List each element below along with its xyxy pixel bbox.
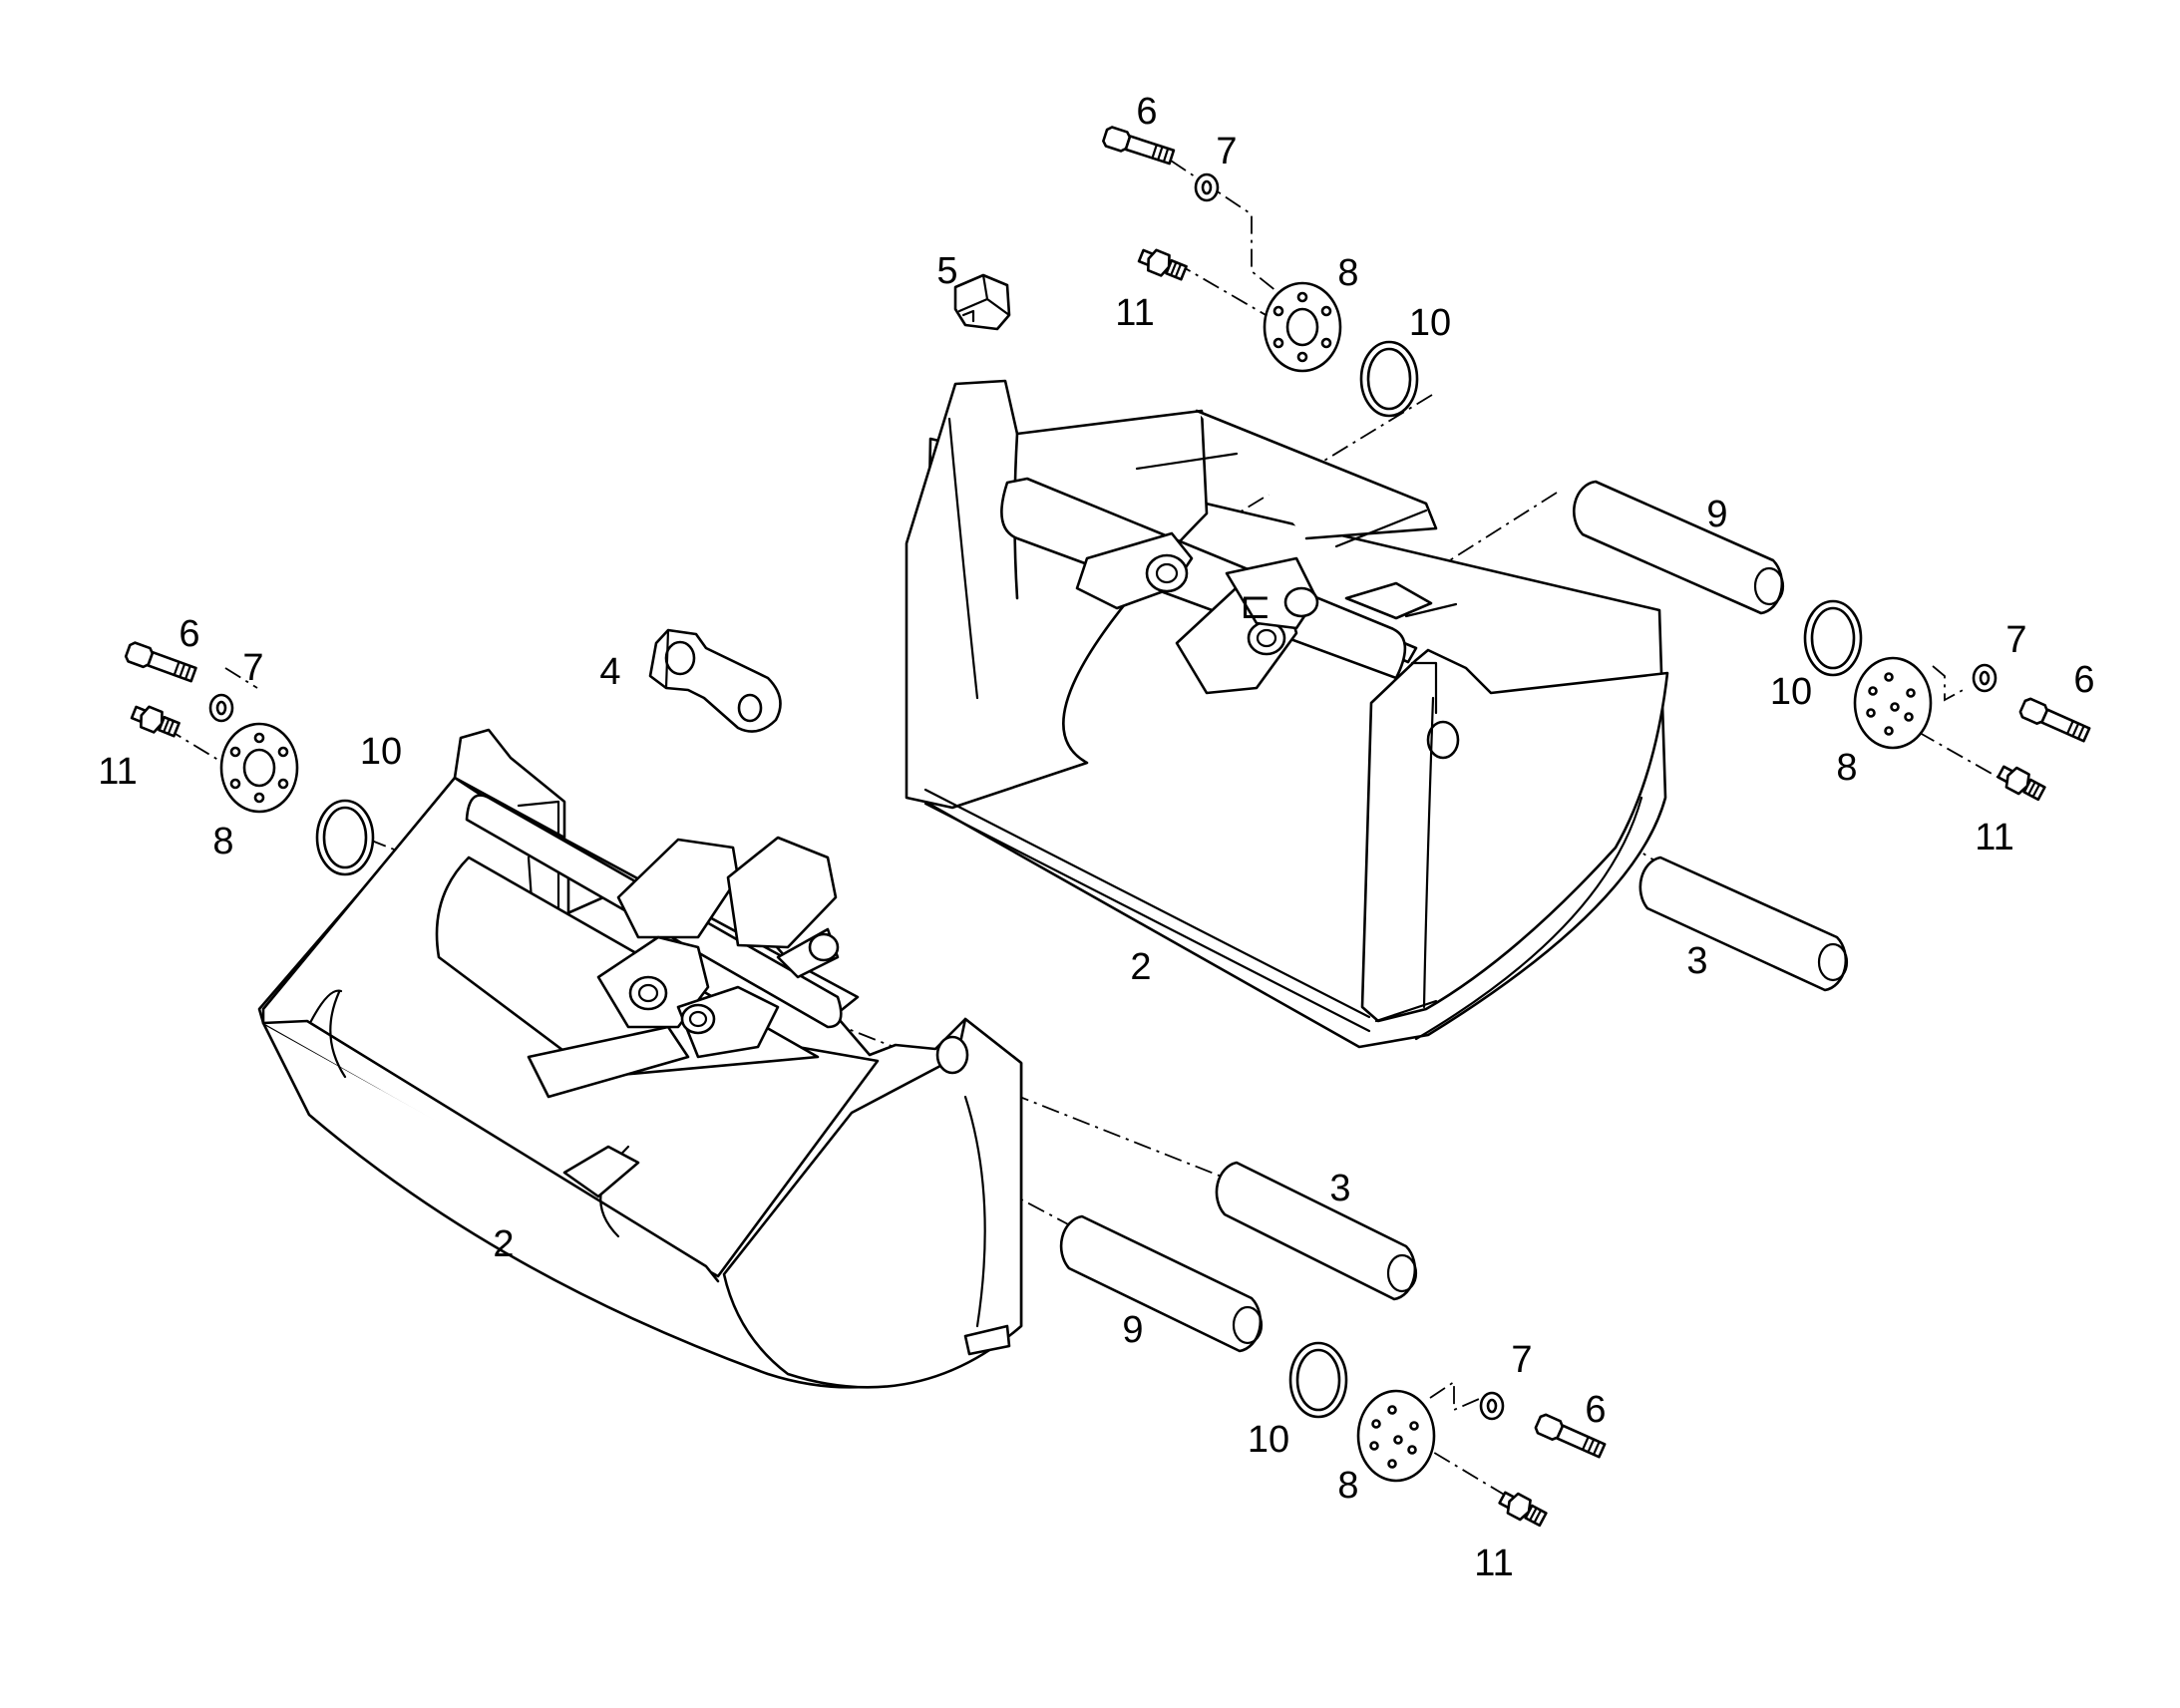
- washer-upper-right: [1972, 663, 1998, 693]
- o-ring-lower-right: [1288, 1341, 1348, 1419]
- label-7-upper-right: 7: [2005, 619, 2026, 661]
- nipple-lower-left: [128, 701, 182, 742]
- o-ring-upper-right: [1803, 599, 1863, 677]
- lower-bucket: [257, 728, 1023, 1389]
- label-10-lower-right: 10: [1248, 1419, 1289, 1461]
- pin-short-lower: [1059, 1214, 1264, 1353]
- o-ring-upper-top: [1359, 340, 1419, 418]
- label-8-upper-right: 8: [1836, 747, 1857, 789]
- label-4: 4: [599, 651, 620, 693]
- svg-text:⊏: ⊏: [1240, 585, 1272, 627]
- pin-long-lower: [1215, 1161, 1418, 1301]
- nipple-lower-right: [1496, 1487, 1550, 1531]
- cap: [953, 273, 1011, 331]
- label-11-lower-left: 11: [98, 751, 137, 793]
- label-7-lower-left: 7: [242, 647, 263, 689]
- upper-bucket: ⊏: [905, 379, 1669, 1049]
- nipple-upper-right: [1995, 761, 2048, 805]
- label-10-lower-left: 10: [360, 731, 402, 773]
- label-5: 5: [936, 250, 957, 292]
- link: [648, 628, 782, 733]
- label-7-upper-top: 7: [1216, 131, 1237, 172]
- label-11-upper-top: 11: [1115, 292, 1154, 334]
- label-6-lower-left: 6: [179, 613, 199, 655]
- o-ring-lower-left: [315, 799, 375, 876]
- callout-labels: 6 7 5 8 11 10 9 7 6 10 8 11 2 3 4 6 7 11…: [98, 91, 2094, 1584]
- washer-lower-right: [1479, 1391, 1505, 1421]
- label-11-upper-right: 11: [1975, 817, 2013, 858]
- washer-lower-left: [208, 693, 234, 723]
- label-9-upper: 9: [1706, 494, 1727, 535]
- nipple-upper-top: [1135, 244, 1190, 285]
- label-8-upper-top: 8: [1337, 252, 1358, 294]
- label-8-lower-right: 8: [1337, 1465, 1358, 1507]
- label-11-lower-right: 11: [1474, 1542, 1513, 1584]
- label-2-lower: 2: [493, 1223, 514, 1265]
- label-10-upper-top: 10: [1409, 302, 1451, 344]
- label-3-upper: 3: [1686, 940, 1707, 982]
- bolt-upper-right: [2016, 695, 2092, 746]
- pin-long-upper: [1638, 855, 1849, 992]
- label-9-lower: 9: [1122, 1309, 1143, 1351]
- plate-lower-left: [219, 722, 299, 814]
- plate-upper-top: [1263, 281, 1342, 373]
- label-6-upper-top: 6: [1136, 91, 1157, 133]
- pin-short-upper: [1572, 480, 1785, 615]
- label-6-lower-right: 6: [1585, 1389, 1606, 1431]
- label-8-lower-left: 8: [212, 821, 233, 862]
- label-7-lower-right: 7: [1511, 1339, 1532, 1381]
- washer-upper-top: [1194, 172, 1220, 202]
- label-2-upper: 2: [1130, 946, 1151, 988]
- label-3-lower: 3: [1329, 1168, 1350, 1209]
- label-6-upper-right: 6: [2073, 659, 2094, 701]
- plate-upper-right: [1853, 656, 1933, 750]
- plate-lower-right: [1356, 1389, 1436, 1483]
- label-10-upper-right: 10: [1770, 671, 1812, 713]
